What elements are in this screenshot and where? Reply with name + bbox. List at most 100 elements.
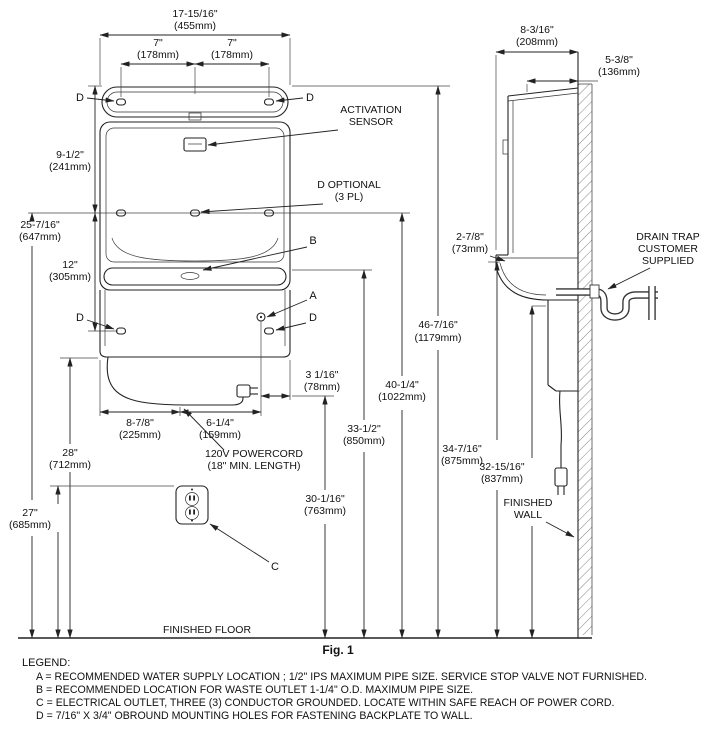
- dim-depth: 8-3/16" (208mm): [495, 24, 579, 250]
- legend: LEGEND: A = RECOMMENDED WATER SUPPLY LOC…: [22, 657, 647, 722]
- side-view: 8-3/16" (208mm) 5-3/8" (136mm) 2-7/8" (7…: [441, 24, 700, 639]
- dim-cord-x2-mm: (159mm): [199, 429, 241, 441]
- dim-outlet-height: 27" (685mm): [9, 485, 174, 639]
- fountain-side-outline: [495, 87, 579, 392]
- legend-item-b: B = RECOMMENDED LOCATION FOR WASTE OUTLE…: [36, 684, 473, 696]
- callout-d-top-right: D: [306, 92, 314, 104]
- dim-side-rim-height-in: 34-7/16": [442, 443, 482, 455]
- callout-c: C: [271, 561, 279, 573]
- dim-upper-holes-in: 25-7/16": [20, 219, 60, 231]
- dim-side-rim-height: 34-7/16" (875mm): [441, 261, 500, 639]
- dim-top-height-mm: (1179mm): [414, 332, 461, 344]
- legend-item-d: D = 7/16" X 3/4" OBROUND MOUNTING HOLES …: [36, 710, 473, 722]
- dim-left-hole-offset: 7" (178mm): [120, 37, 196, 67]
- callout-b: B: [309, 235, 316, 247]
- power-cord-side: [554, 390, 568, 495]
- dim-cord-x1-mm: (225mm): [119, 429, 161, 441]
- dim-supply-offset: 3 1/16" (78mm): [260, 321, 340, 416]
- finished-wall-section: [577, 52, 593, 638]
- legend-title: LEGEND:: [22, 657, 70, 669]
- dim-sensor: 9-1/2" (241mm): [49, 85, 102, 214]
- dim-supply-offset-in: 3 1/16": [306, 369, 339, 381]
- dim-hole-spacing-in: 12": [62, 259, 78, 271]
- dim-hole-spacing-mm: (305mm): [49, 271, 91, 283]
- finished-wall-line2: WALL: [514, 509, 542, 521]
- dim-cord-height-in: 28": [62, 447, 78, 459]
- activation-label-line1: ACTIVATION: [340, 104, 401, 116]
- dim-supply-height-in: 30-1/16": [305, 493, 345, 505]
- dim-clearance-height-mm: (837mm): [481, 473, 523, 485]
- dim-sensor-height-in: 40-1/4": [385, 379, 419, 391]
- dim-clearance-height: 32-15/16" (837mm): [479, 305, 546, 639]
- dim-sensor-height-mm: (1022mm): [378, 391, 426, 403]
- dim-supply-offset-mm: (78mm): [304, 381, 340, 393]
- d-optional-line1: D OPTIONAL: [317, 179, 381, 191]
- powercord-line2: (18" MIN. LENGTH): [208, 460, 301, 472]
- dim-top-height-in: 46-7/16": [418, 319, 458, 331]
- dim-supply-height: 30-1/16" (763mm): [292, 395, 346, 639]
- dim-right-hole-mm: (178mm): [211, 49, 253, 61]
- dim-clearance-height-in: 32-15/16": [479, 461, 524, 473]
- dim-side-rim-height-mm: (875mm): [441, 455, 483, 467]
- power-cord-front: [106, 356, 258, 406]
- drain-trap-label: DRAIN TRAP CUSTOMER SUPPLIED: [607, 231, 700, 290]
- dim-total-width-mm: (455mm): [174, 20, 216, 32]
- dim-right-hole-offset: 7" (178mm): [120, 37, 270, 97]
- activation-sensor-label: ACTIVATION SENSOR: [207, 104, 402, 147]
- dim-cord-x1-in: 8-7/8": [126, 417, 154, 429]
- callout-a: A: [309, 290, 317, 302]
- finished-floor-label: FINISHED FLOOR: [163, 624, 252, 636]
- dim-rim-depth-mm: (73mm): [452, 243, 488, 255]
- dim-upper-holes: 25-7/16" (647mm): [19, 212, 61, 639]
- dim-total-width-in: 17-15/16": [172, 8, 217, 20]
- d-optional-label: D OPTIONAL (3 PL): [200, 179, 381, 215]
- drain-trap-line3: SUPPLIED: [642, 255, 694, 267]
- legend-item-c: C = ELECTRICAL OUTLET, THREE (3) CONDUCT…: [36, 697, 615, 709]
- callout-d-bottom-left: D: [76, 312, 84, 324]
- powercord-line1: 120V POWERCORD: [205, 448, 303, 460]
- drain-trap-line2: CUSTOMER: [638, 243, 698, 255]
- dim-sensor-mm: (241mm): [49, 161, 91, 173]
- dim-depth-mm: (208mm): [516, 36, 558, 48]
- dim-outlet-height-mm: (685mm): [9, 519, 51, 531]
- dim-cord-height-mm: (712mm): [49, 459, 91, 471]
- drain-outlet: [180, 272, 200, 280]
- dim-sensor-height: 40-1/4" (1022mm): [378, 212, 426, 639]
- callout-d-bottom-right: D: [309, 312, 317, 324]
- dim-top-height: 46-7/16" (1179mm): [292, 85, 462, 639]
- front-view: 17-15/16" (455mm) 7" (178mm) 7" (178mm) …: [9, 8, 462, 639]
- dim-rim-height-mm: (850mm): [343, 435, 385, 447]
- activation-label-line2: SENSOR: [349, 116, 394, 128]
- mounting-holes-front: [28, 98, 410, 335]
- dim-upper-holes-mm: (647mm): [19, 231, 61, 243]
- finished-wall-line1: FINISHED: [503, 497, 552, 509]
- dim-left-hole-mm: (178mm): [137, 49, 179, 61]
- electrical-outlet-icon: [175, 485, 209, 525]
- dim-sensor-in: 9-1/2": [56, 149, 84, 161]
- activation-sensor: [183, 137, 207, 152]
- dim-total-width: 17-15/16" (455mm): [99, 8, 291, 85]
- dim-supply-height-mm: (763mm): [304, 505, 346, 517]
- figure-caption: Fig. 1: [322, 643, 354, 657]
- dim-hole-spacing: 12" (305mm): [49, 212, 118, 332]
- dim-rim-depth-in: 2-7/8": [456, 231, 484, 243]
- dim-right-hole-in: 7": [227, 37, 237, 49]
- dim-cord-exit: 8-7/8" (225mm) 6-1/4" (159mm): [99, 360, 262, 441]
- powercord-label: 120V POWERCORD (18" MIN. LENGTH): [183, 408, 303, 472]
- callouts-front: D D D D A B C: [76, 92, 317, 573]
- dim-depth-in: 8-3/16": [520, 24, 554, 36]
- drain-trap: [556, 284, 658, 321]
- floor: FINISHED FLOOR: [18, 624, 592, 639]
- legend-item-a: A = RECOMMENDED WATER SUPPLY LOCATION ; …: [36, 671, 647, 683]
- dim-rim-depth: 2-7/8" (73mm): [452, 231, 506, 262]
- plug-icon: [236, 384, 251, 398]
- dim-outlet-height-in: 27": [22, 507, 38, 519]
- dim-cord-height: 28" (712mm): [49, 357, 98, 639]
- dim-left-hole-in: 7": [153, 37, 163, 49]
- dim-rim-height: 33-1/2" (850mm): [292, 269, 385, 639]
- dim-top-depth: 5-3/8" (136mm): [526, 54, 640, 92]
- dim-top-depth-mm: (136mm): [598, 66, 640, 78]
- dim-cord-x2-in: 6-1/4": [206, 417, 234, 429]
